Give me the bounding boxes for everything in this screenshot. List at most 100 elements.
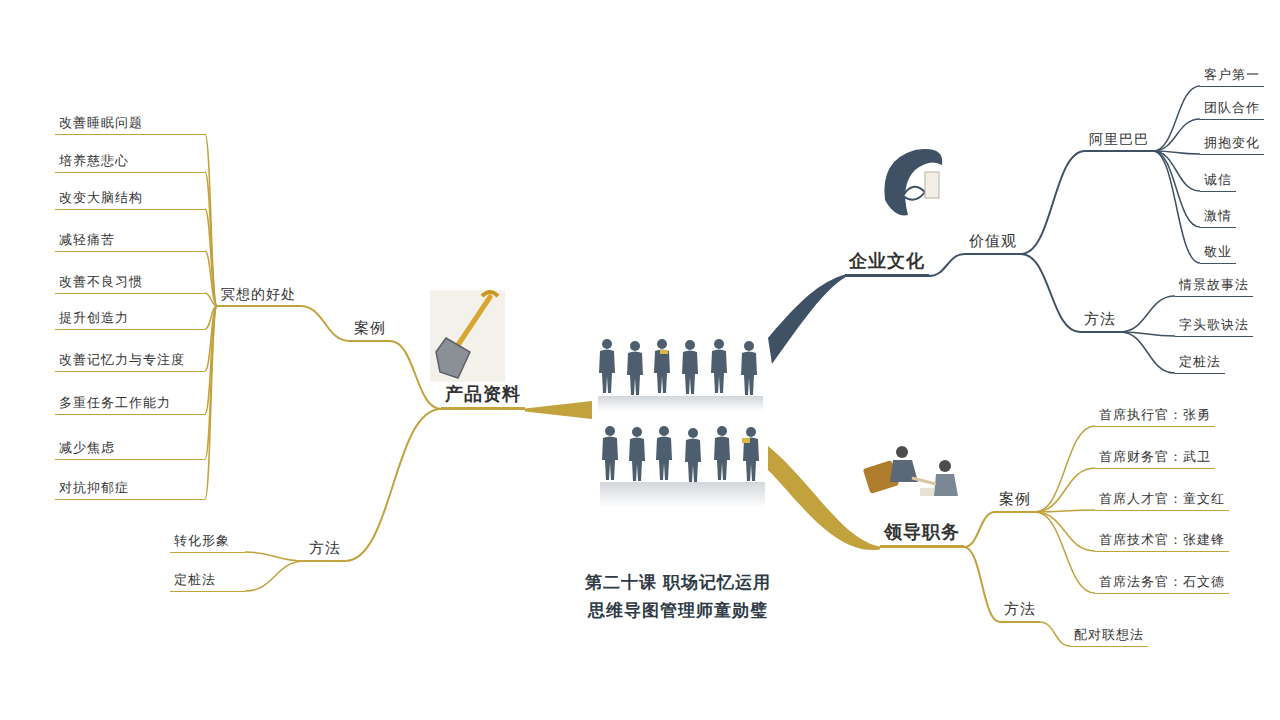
topic-text: 产品资料	[445, 382, 521, 405]
branch-curve	[205, 134, 217, 306]
branch-topic: 冥想的好处	[217, 285, 300, 307]
topic-text: 案例	[354, 319, 386, 339]
topic-text: 情景故事法	[1179, 277, 1249, 294]
topic-text: 字头歌诀法	[1179, 317, 1249, 334]
branch-curve	[1035, 512, 1095, 551]
topic-text: 阿里巴巴	[1089, 130, 1149, 148]
topic-text: 方法	[309, 539, 341, 559]
brush-stroke	[903, 187, 925, 200]
topic-text: 配对联想法	[1074, 627, 1144, 644]
branch-topic: 企业文化	[845, 249, 929, 277]
silhouette	[656, 426, 672, 480]
topic-text: 团队合作	[1204, 100, 1260, 117]
topic-text: 转化形象	[174, 533, 230, 550]
topic-text: 领导职务	[884, 520, 960, 543]
silhouette	[599, 339, 615, 393]
silhouette	[654, 339, 670, 393]
silhouette	[627, 341, 643, 395]
branch-topic: 定桩法	[170, 572, 245, 592]
topic-text: 方法	[1004, 600, 1036, 620]
topic-text: 减轻痛苦	[59, 232, 115, 249]
branch-topic: 减轻痛苦	[55, 232, 205, 252]
topic-text: 改善不良习惯	[59, 274, 143, 291]
meeting-icon	[863, 446, 958, 496]
branch-topic: 价值观	[965, 232, 1021, 256]
branch-curve	[1153, 86, 1200, 151]
main-branch	[768, 275, 845, 365]
branch-topic: 产品资料	[441, 382, 525, 410]
branch-curve	[1120, 296, 1175, 332]
branch-topic: 首席财务官：武卫	[1095, 449, 1215, 469]
branch-topic: 改变大脑结构	[55, 190, 205, 210]
branch-curve	[1153, 151, 1200, 263]
branch-topic: 改善不良习惯	[55, 274, 205, 294]
topic-text: 首席执行官：张勇	[1099, 407, 1211, 424]
branch-curve	[205, 306, 217, 499]
branch-topic: 转化形象	[170, 533, 245, 553]
folder-detail	[660, 350, 668, 354]
figure-head	[939, 460, 951, 472]
branch-topic: 情景故事法	[1175, 277, 1253, 297]
branch-curve	[245, 552, 305, 561]
branch-curve	[1120, 332, 1175, 373]
handshake	[912, 478, 936, 484]
paper	[920, 488, 934, 496]
branch-topic: 培养慈悲心	[55, 153, 205, 173]
calligraphy-icon	[884, 149, 942, 215]
branch-topic: 减少焦虑	[55, 440, 205, 460]
topic-text: 案例	[999, 490, 1031, 510]
shovel-blade	[436, 338, 470, 378]
shovel-handle	[458, 297, 490, 345]
main-branch	[525, 401, 592, 419]
branch-curve	[205, 172, 217, 306]
branch-curve	[245, 561, 305, 591]
branch-topic: 配对联想法	[1070, 627, 1148, 647]
branch-topic: 字头歌诀法	[1175, 317, 1253, 337]
branch-curve	[1153, 119, 1200, 151]
branch-topic: 对抗抑郁症	[55, 480, 205, 500]
branch-topic: 改善记忆力与专注度	[55, 352, 205, 372]
branch-curve	[1035, 468, 1095, 512]
topic-text: 减少焦虑	[59, 440, 115, 457]
branch-curve	[205, 209, 217, 306]
branch-topic: 案例	[995, 490, 1035, 514]
branch-topic: 首席人才官：童文红	[1095, 491, 1229, 511]
branch-topic: 方法	[305, 539, 345, 563]
branch-topic: 方法	[1080, 310, 1120, 334]
branch-curve	[1035, 510, 1095, 512]
branch-topic: 团队合作	[1200, 100, 1264, 120]
branch-topic: 定桩法	[1175, 354, 1225, 374]
branch-curve	[300, 306, 350, 341]
silhouette	[714, 426, 730, 480]
topic-text: 首席技术官：张建锋	[1099, 532, 1225, 549]
branch-curve	[964, 512, 995, 547]
branch-topic: 首席执行官：张勇	[1095, 407, 1215, 427]
branch-curve	[964, 547, 1000, 622]
branch-topic: 拥抱变化	[1200, 135, 1264, 155]
topic-text: 激情	[1204, 208, 1232, 225]
folder-detail	[742, 438, 750, 443]
branch-topic: 客户第一	[1200, 67, 1264, 87]
silhouette	[743, 427, 759, 481]
branch-topic: 领导职务	[880, 520, 964, 548]
branch-topic: 改善睡眠问题	[55, 115, 205, 135]
branch-curve	[1035, 512, 1095, 593]
branch-curve	[1153, 151, 1200, 191]
reflection	[598, 396, 763, 412]
topic-text: 首席财务官：武卫	[1099, 449, 1211, 466]
topic-text: 改变大脑结构	[59, 190, 143, 207]
topic-text: 价值观	[969, 232, 1017, 252]
branch-topic: 多重任务工作能力	[55, 395, 205, 415]
silhouette	[685, 428, 701, 482]
branch-curve	[205, 251, 217, 306]
topic-text: 方法	[1084, 310, 1116, 330]
seal	[925, 172, 939, 198]
topic-text: 多重任务工作能力	[59, 395, 171, 412]
topic-text: 敬业	[1204, 244, 1232, 261]
branch-curve	[345, 409, 441, 561]
branch-topic: 激情	[1200, 208, 1236, 228]
branch-curve	[205, 293, 217, 306]
silhouette	[711, 339, 727, 393]
branch-topic: 首席技术官：张建锋	[1095, 532, 1229, 552]
